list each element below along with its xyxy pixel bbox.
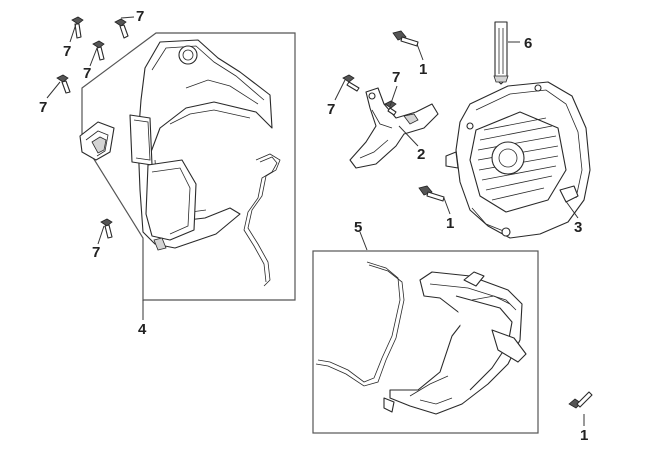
clip-part [79,121,115,161]
callout-screw-top: 1 [419,61,427,78]
bolt-icon [71,16,84,39]
callout-bolt-e: 7 [92,244,100,261]
seal-strip-part [243,153,281,287]
duct-guide-part [383,271,527,415]
bolt-icon [100,218,113,239]
duct-guide-frame [312,250,539,434]
callout-bolt-a: 7 [136,8,144,25]
callout-bracket-bolt: 7 [392,69,400,86]
callout-bolt-c: 7 [83,65,91,82]
screw-icon [418,185,445,202]
callout-duct-guide: 5 [354,219,362,236]
screw-icon [392,30,419,47]
callout-bolt-b: 7 [63,43,71,60]
callout-bolt-d: 7 [39,99,47,116]
screw-icon [568,391,593,409]
callout-bolt-f: 7 [327,101,335,118]
bolt-icon [114,18,129,39]
callout-belt-cover: 4 [138,321,147,338]
bolt-icon [342,74,360,92]
callout-dipstick: 6 [524,35,532,52]
callout-fan-cover: 3 [574,219,582,236]
bolt-icon [92,40,105,61]
callout-bracket: 2 [417,146,425,163]
callout-screw-bottom: 1 [580,427,588,444]
dipstick-part [493,21,509,85]
leader-lines [46,16,585,426]
belt-cover-part [129,39,273,251]
wire-rod-part [315,261,405,387]
fan-cover-part [445,81,591,239]
bolt-icon [56,74,71,94]
callout-labels: 7 7 7 7 7 7 7 1 2 1 3 6 5 4 1 [39,8,588,444]
callout-screw-mid: 1 [446,215,454,232]
